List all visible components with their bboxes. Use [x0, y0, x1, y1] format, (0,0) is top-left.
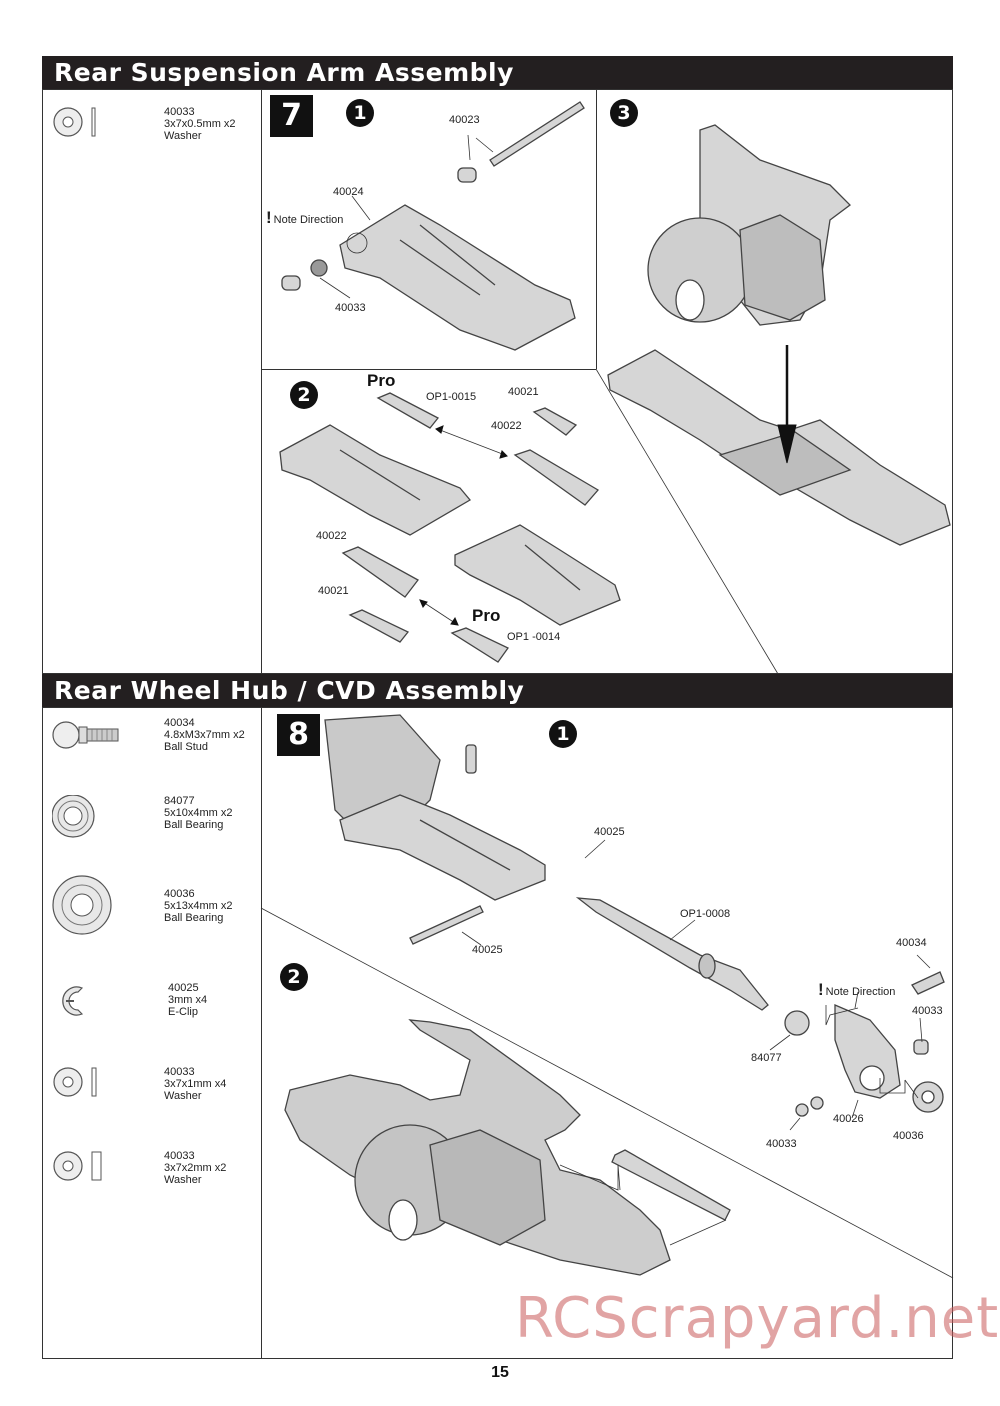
- washer-1mm-icon: [53, 1067, 97, 1097]
- ball-bearing-large-icon: [52, 875, 112, 935]
- suspension-arm-illustration: [279, 101, 951, 675]
- divider: [261, 369, 596, 370]
- substep-1: 1: [346, 99, 374, 127]
- label-40024: 40024: [333, 186, 364, 198]
- step-number: 7: [270, 95, 313, 137]
- divider: [596, 89, 597, 369]
- pro-label: Pro: [367, 371, 396, 390]
- label-40025: 40025: [472, 944, 503, 956]
- e-clip-icon: [62, 986, 84, 1016]
- label-40033: 40033: [335, 302, 366, 314]
- part-text: 40033 3x7x1mm x4 Washer: [164, 1066, 227, 1102]
- part-bearing-small: 84077 5x10x4mm x2 Ball Bearing: [52, 795, 252, 865]
- substep-1: 1: [549, 720, 577, 748]
- label-40022: 40022: [316, 530, 347, 542]
- label-op1-0014: OP1 -0014: [507, 631, 561, 643]
- ball-stud-icon: [52, 721, 119, 749]
- divider: [261, 707, 262, 1359]
- ball-bearing-small-icon: [52, 795, 95, 838]
- part-text: 40036 5x13x4mm x2 Ball Bearing: [164, 888, 233, 924]
- label-40021: 40021: [508, 386, 539, 398]
- page-number: 15: [491, 1364, 509, 1381]
- label-40023: 40023: [449, 114, 480, 126]
- warning-icon: !: [266, 208, 272, 227]
- label-40034: 40034: [896, 937, 927, 949]
- pro-label: Pro: [472, 606, 501, 625]
- label-40021: 40021: [318, 585, 349, 597]
- substep-2: 2: [290, 381, 318, 409]
- part-text: 40033 3x7x0.5mm x2 Washer: [164, 106, 236, 142]
- label-84077: 84077: [751, 1052, 782, 1064]
- section1-frame: [42, 89, 953, 674]
- section-title-rear-suspension: Rear Suspension Arm Assembly: [42, 56, 953, 89]
- washer-thin-icon: [53, 107, 96, 137]
- label-40025: 40025: [594, 826, 625, 838]
- note-direction: !Note Direction: [818, 980, 896, 999]
- part-ball-stud: 40034 4.8xM3x7mm x2 Ball Stud: [52, 717, 252, 787]
- part-e-clip: 40025 3mm x4 E-Clip: [52, 982, 252, 1052]
- part-text: 40034 4.8xM3x7mm x2 Ball Stud: [164, 717, 245, 753]
- label-op1-0008: OP1-0008: [680, 908, 731, 920]
- part-bearing-large: 40036 5x13x4mm x2 Ball Bearing: [52, 875, 252, 945]
- label-40026: 40026: [833, 1113, 864, 1125]
- step-number: 8: [277, 714, 320, 756]
- label-op1-0015: OP1-0015: [426, 391, 477, 403]
- section-title-rear-wheel-hub: Rear Wheel Hub / CVD Assembly: [42, 674, 953, 707]
- wheel-hub-illustration: [260, 714, 954, 1279]
- label-40036: 40036: [893, 1130, 924, 1142]
- part-text: 40025 3mm x4 E-Clip: [168, 982, 208, 1018]
- substep-3: 3: [610, 99, 638, 127]
- divider: [261, 89, 262, 674]
- section2-frame: [42, 707, 953, 1359]
- note-direction: !Note Direction: [266, 208, 344, 227]
- part-washer-0-5mm: 40033 3x7x0.5mm x2 Washer: [52, 106, 252, 176]
- label-40022: 40022: [491, 420, 522, 432]
- part-washer-1mm: 40033 3x7x1mm x4 Washer: [52, 1066, 252, 1136]
- part-washer-2mm: 40033 3x7x2mm x2 Washer: [52, 1150, 252, 1220]
- label-40033: 40033: [912, 1005, 943, 1017]
- watermark: RCScrapyard.net: [515, 1286, 1000, 1351]
- washer-2mm-icon: [53, 1151, 102, 1181]
- substep-2: 2: [280, 963, 308, 991]
- label-40033: 40033: [766, 1138, 797, 1150]
- warning-icon: !: [818, 980, 824, 999]
- part-text: 84077 5x10x4mm x2 Ball Bearing: [164, 795, 233, 831]
- part-text: 40033 3x7x2mm x2 Washer: [164, 1150, 227, 1186]
